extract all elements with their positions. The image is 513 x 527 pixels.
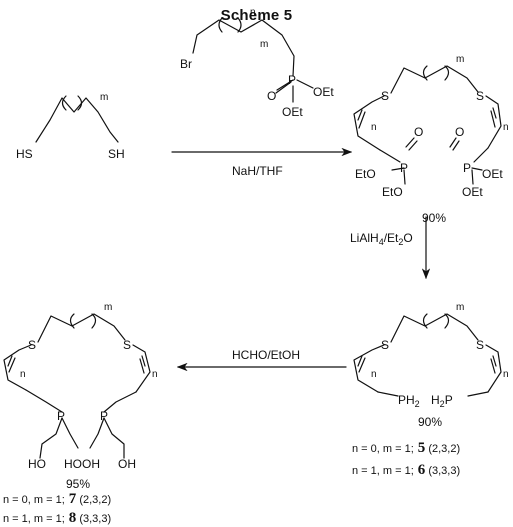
atom-ph2: PH2 xyxy=(398,393,420,409)
yield-phosphonate: 90% xyxy=(422,211,446,225)
compound-5-label: n = 0, m = 1;5 (2,3,2) xyxy=(352,440,461,456)
atom-s-4: S xyxy=(476,338,484,352)
label-m-product: m xyxy=(104,302,112,313)
label-n-product-1: n xyxy=(20,369,26,380)
atom-oet-1: OEt xyxy=(482,167,503,181)
atom-s-1: S xyxy=(381,89,389,103)
atom-s-3: S xyxy=(381,338,389,352)
atom-eto-2: EtO xyxy=(382,185,403,199)
atom-br: Br xyxy=(180,57,192,71)
bisphosphonate-macrocycle xyxy=(353,65,502,185)
atom-eto-1: EtO xyxy=(355,167,376,181)
atom-h2p: H2P xyxy=(431,393,453,409)
bisphosphine-macrocycle xyxy=(353,313,502,397)
atom-o-phosphonate-2: O xyxy=(455,125,464,139)
atom-oet-reagent-1: OEt xyxy=(313,85,334,99)
atom-p-reagent: P xyxy=(288,73,296,87)
atom-o-reagent: O xyxy=(267,89,276,103)
label-n-phosphonate-1: n xyxy=(371,122,377,133)
atom-p-product-1: P xyxy=(57,409,65,423)
atom-s-6: S xyxy=(123,338,131,352)
atom-s-5: S xyxy=(28,338,36,352)
atom-oet-reagent-2: OEt xyxy=(282,105,303,119)
dithiol-structure xyxy=(35,95,119,143)
scheme-title: Scheme 5 xyxy=(220,7,293,24)
compound-6-label: n = 1, m = 1;6 (3,3,3) xyxy=(352,462,461,478)
atom-o-phosphonate-1: O xyxy=(414,125,423,139)
atom-s-2: S xyxy=(476,89,484,103)
atom-sh: SH xyxy=(108,147,125,161)
label-m-phosphonate: m xyxy=(456,54,464,65)
atom-p-phosphonate-2: P xyxy=(463,161,471,175)
atom-oh: OH xyxy=(118,457,136,471)
atom-hooh: HOOH xyxy=(64,457,100,471)
hydroxymethylphosphine-macrocycle xyxy=(3,313,151,459)
label-m-dithiol: m xyxy=(100,92,108,103)
atom-p-phosphonate-1: P xyxy=(400,161,408,175)
reagent-nah-thf: NaH/THF xyxy=(232,164,283,178)
compound-7-label: n = 0, m = 1;7 (2,3,2) xyxy=(3,491,112,507)
label-n-phosphine-1: n xyxy=(371,369,377,380)
reagent-hcho-etoh: HCHO/EtOH xyxy=(232,348,300,362)
label-n-phosphonate-2: n xyxy=(503,122,509,133)
yield-hydroxymethyl: 95% xyxy=(66,477,90,491)
atom-oet-2: OEt xyxy=(462,185,483,199)
atom-p-product-2: P xyxy=(100,409,108,423)
atom-hs: HS xyxy=(16,147,33,161)
bromoalkylphosphonate-structure xyxy=(192,17,314,103)
compound-8-label: n = 1, m = 1;8 (3,3,3) xyxy=(3,510,112,526)
label-m-reagent: m xyxy=(260,39,268,50)
reagent-lialh4: LiAlH4/Et2O xyxy=(350,231,413,247)
label-m-phosphine: m xyxy=(456,302,464,313)
atom-ho: HO xyxy=(28,457,46,471)
label-n-product-2: n xyxy=(152,369,158,380)
yield-phosphine: 90% xyxy=(418,415,442,429)
label-n-phosphine-2: n xyxy=(503,369,509,380)
label-n-reagent: n xyxy=(250,7,256,18)
